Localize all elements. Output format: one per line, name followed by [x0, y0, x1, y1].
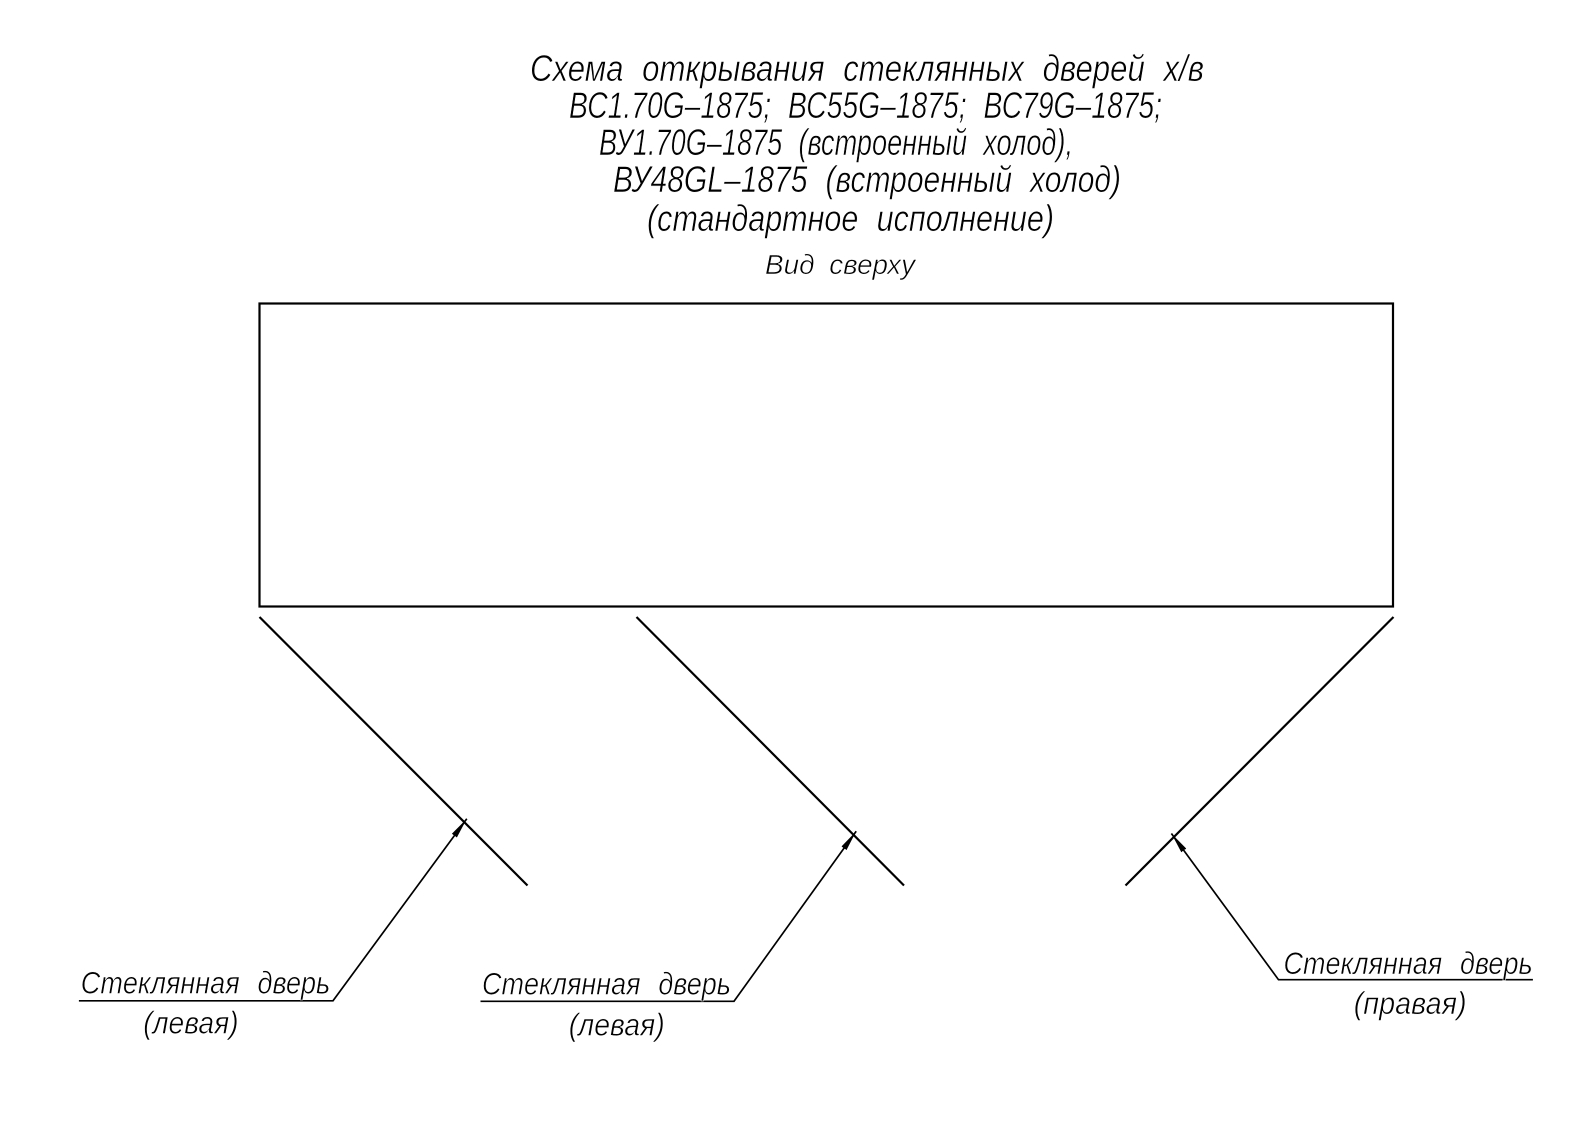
- svg-text:Стеклянная дверь: Стеклянная дверь: [81, 965, 330, 1001]
- svg-text:Стеклянная дверь: Стеклянная дверь: [482, 965, 731, 1001]
- svg-text:Схема открывания стеклянных дв: Схема открывания стеклянных дверей х/в: [530, 47, 1204, 89]
- svg-text:ВУ1.70G–1875 (встроенный холод: ВУ1.70G–1875 (встроенный холод),: [599, 121, 1073, 163]
- svg-text:Стеклянная дверь: Стеклянная дверь: [1284, 945, 1533, 981]
- svg-text:(левая): (левая): [143, 1005, 238, 1041]
- svg-text:(левая): (левая): [569, 1006, 665, 1042]
- svg-text:ВС1.70G–1875; ВС55G–1875; ВС79: ВС1.70G–1875; ВС55G–1875; ВС79G–1875;: [569, 84, 1162, 126]
- svg-text:ВУ48GL–1875 (встроенный холод): ВУ48GL–1875 (встроенный холод): [613, 158, 1121, 200]
- svg-text:(стандартное исполнение): (стандартное исполнение): [647, 197, 1054, 239]
- svg-text:Вид сверху: Вид сверху: [765, 249, 917, 280]
- svg-text:(правая): (правая): [1354, 985, 1467, 1021]
